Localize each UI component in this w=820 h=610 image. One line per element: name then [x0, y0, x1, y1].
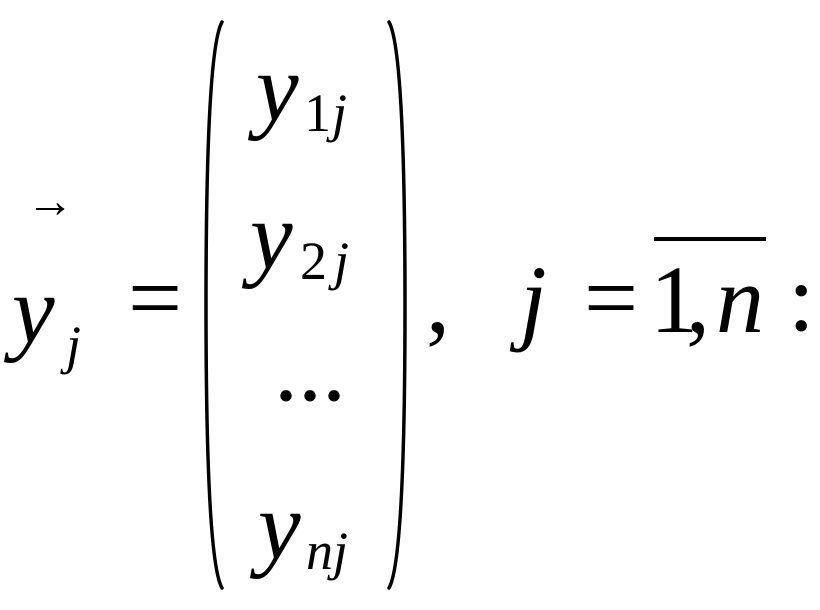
vector-entry-1-subscript-var: j	[332, 83, 348, 143]
lhs-vector-arrow: →	[26, 175, 74, 228]
lhs-symbol: y	[12, 256, 55, 363]
lhs-subscript: j	[66, 315, 82, 375]
vector-entry-2-symbol: y	[250, 182, 293, 289]
comma-after-vector: ,	[426, 246, 450, 353]
range-separator: ,	[686, 246, 710, 353]
index-equals-sign: =	[584, 244, 639, 351]
range-start: 1	[650, 246, 698, 353]
index-var: j	[520, 246, 547, 353]
lhs-equals-sign: =	[128, 244, 183, 351]
range-end: n	[716, 246, 764, 353]
terminator-colon: :	[788, 244, 815, 351]
vector-entry-n-symbol: y	[258, 472, 301, 579]
vector-entry-n-subscript: nj	[306, 521, 349, 581]
vector-entry-2-subscript-num: 2	[300, 231, 327, 291]
vector-entry-1-subscript-num: 1	[304, 83, 331, 143]
vector-entry-2-subscript-var: j	[334, 231, 350, 291]
vector-entry-ellipsis: ...	[274, 314, 346, 421]
right-parenthesis	[387, 20, 407, 590]
left-parenthesis	[204, 20, 224, 590]
vector-entry-1-symbol: y	[256, 34, 299, 141]
